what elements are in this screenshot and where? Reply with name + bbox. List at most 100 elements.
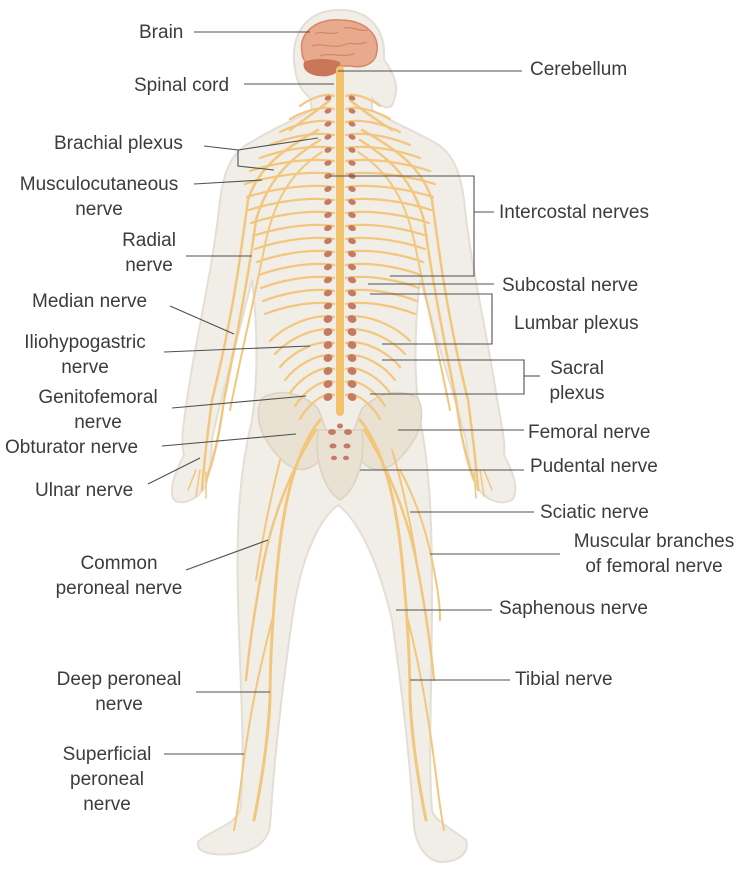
vertebral-ganglion — [348, 199, 356, 205]
vertebral-ganglion — [323, 276, 333, 284]
vertebral-ganglion — [323, 302, 333, 310]
vertebral-ganglion — [347, 393, 357, 401]
vertebral-ganglion — [324, 173, 332, 179]
spinal-nerve-branch — [298, 93, 336, 108]
spinal-nerve-branch — [248, 158, 336, 173]
spinal-nerve-branch — [344, 184, 435, 199]
vertebral-ganglion — [348, 186, 356, 192]
spinal-nerve-branch — [278, 119, 336, 134]
spinal-nerve-branch — [344, 262, 423, 277]
vertebral-ganglion — [347, 315, 357, 323]
vertebral-ganglion — [324, 121, 332, 127]
vertebral-ganglion — [324, 147, 332, 153]
spinal-nerve-branch — [344, 197, 433, 212]
spinal-nerve-branch — [344, 223, 429, 238]
label-sacral-plexus: Sacral plexus — [549, 358, 605, 404]
spinal-nerve-branch — [255, 249, 336, 264]
label-iliohypogastric-nerve: Iliohypogastric nerve — [24, 332, 146, 378]
spinal-nerve-branch — [258, 145, 336, 160]
spinal-nerve-branch — [344, 236, 427, 251]
vertebral-ganglion — [323, 393, 333, 401]
label-brain: Brain — [139, 22, 184, 43]
leader-lumbar — [370, 293, 493, 345]
vertebral-ganglion — [348, 108, 356, 114]
spinal-cord — [243, 66, 437, 421]
vertebral-ganglion — [348, 121, 356, 127]
label-musculocutaneous-nerve: Musculocutaneous nerve — [19, 174, 179, 220]
label-saphenous-nerve: Saphenous nerve — [499, 598, 648, 619]
vertebral-ganglion — [348, 134, 356, 140]
spinal-nerve-branch — [344, 158, 432, 173]
spinal-nerve-branch — [344, 145, 422, 160]
leader-brachial-plexus — [203, 145, 275, 171]
pelvis — [257, 391, 423, 501]
vertebral-ganglion — [347, 276, 357, 284]
spinal-nerve-branch — [344, 93, 382, 108]
vertebral-ganglion — [347, 354, 357, 362]
leader-musculocutaneous — [193, 179, 263, 185]
vertebral-ganglion — [324, 237, 332, 245]
vertebral-ganglion — [323, 263, 333, 271]
spinal-nerve-branch — [247, 197, 336, 212]
label-cerebellum: Cerebellum — [530, 59, 628, 80]
spinal-nerve-branch — [344, 106, 392, 121]
label-muscular-branches: Muscular branches of femoral nerve — [573, 531, 735, 577]
leader-iliohypogastric — [163, 345, 311, 353]
spinal-nerve-branch — [257, 262, 336, 277]
spinal-nerve-branch — [249, 210, 336, 225]
label-ulnar-nerve: Ulnar nerve — [35, 480, 134, 501]
spinal-nerve-branch — [243, 171, 336, 186]
spinal-nerve-branch — [344, 171, 437, 186]
label-subcostal-nerve: Subcostal nerve — [502, 275, 639, 296]
leader-ulnar — [147, 457, 201, 485]
vertebral-ganglion — [348, 147, 356, 153]
label-spinal-cord: Spinal cord — [134, 75, 230, 96]
label-radial-nerve: Radial nerve — [122, 230, 176, 276]
vertebral-ganglion — [348, 224, 356, 232]
vertebral-ganglion — [324, 160, 332, 166]
sacral-foramina — [328, 423, 352, 461]
vertebral-ganglion — [348, 250, 356, 258]
spinal-nerve-branch — [344, 210, 431, 225]
leader-obturator — [161, 433, 297, 447]
label-intercostal-nerves: Intercostal nerves — [499, 202, 649, 223]
label-sciatic-nerve: Sciatic nerve — [540, 502, 649, 523]
vertebral-ganglion — [347, 341, 357, 349]
vertebral-ganglion — [347, 302, 357, 310]
vertebral-ganglion — [348, 160, 356, 166]
label-obturator-nerve: Obturator nerve — [5, 437, 139, 458]
vertebral-ganglion — [347, 289, 357, 297]
label-tibial-nerve: Tibial nerve — [515, 669, 613, 690]
label-femoral-nerve: Femoral nerve — [528, 422, 651, 443]
vertebral-ganglion — [323, 380, 333, 388]
vertebral-ganglion — [324, 186, 332, 192]
vertebral-ganglion — [347, 263, 357, 271]
vertebral-ganglion — [347, 380, 357, 388]
spinal-nerve-branch — [344, 249, 425, 264]
vertebral-ganglion — [324, 108, 332, 114]
vertebral-ganglion — [324, 95, 332, 101]
leader-lines — [147, 31, 560, 755]
vertebral-ganglion — [324, 224, 332, 232]
label-median-nerve: Median nerve — [32, 291, 148, 312]
label-deep-peroneal-nerve: Deep peroneal nerve — [56, 669, 182, 715]
label-pudental-nerve: Pudental nerve — [530, 456, 658, 477]
cerebellum — [303, 59, 341, 77]
label-lumbar-plexus: Lumbar plexus — [514, 313, 639, 334]
vertebral-ganglion — [324, 199, 332, 205]
spinal-nerve-branch — [288, 106, 336, 121]
vertebral-ganglion — [348, 212, 356, 218]
vertebral-ganglion — [323, 289, 333, 297]
spinal-nerve-branch — [251, 223, 336, 238]
label-brachial-plexus: Brachial plexus — [54, 133, 183, 154]
vertebral-ganglion — [323, 328, 333, 336]
spinal-nerve-branch — [245, 184, 336, 199]
label-common-peroneal-nerve: Common peroneal nerve — [55, 553, 183, 599]
leader-genitofemoral — [171, 395, 307, 409]
brain-folds — [311, 26, 369, 57]
vertebral-ganglion — [324, 250, 332, 258]
vertebral-ganglion — [324, 212, 332, 218]
leader-median — [169, 305, 235, 335]
